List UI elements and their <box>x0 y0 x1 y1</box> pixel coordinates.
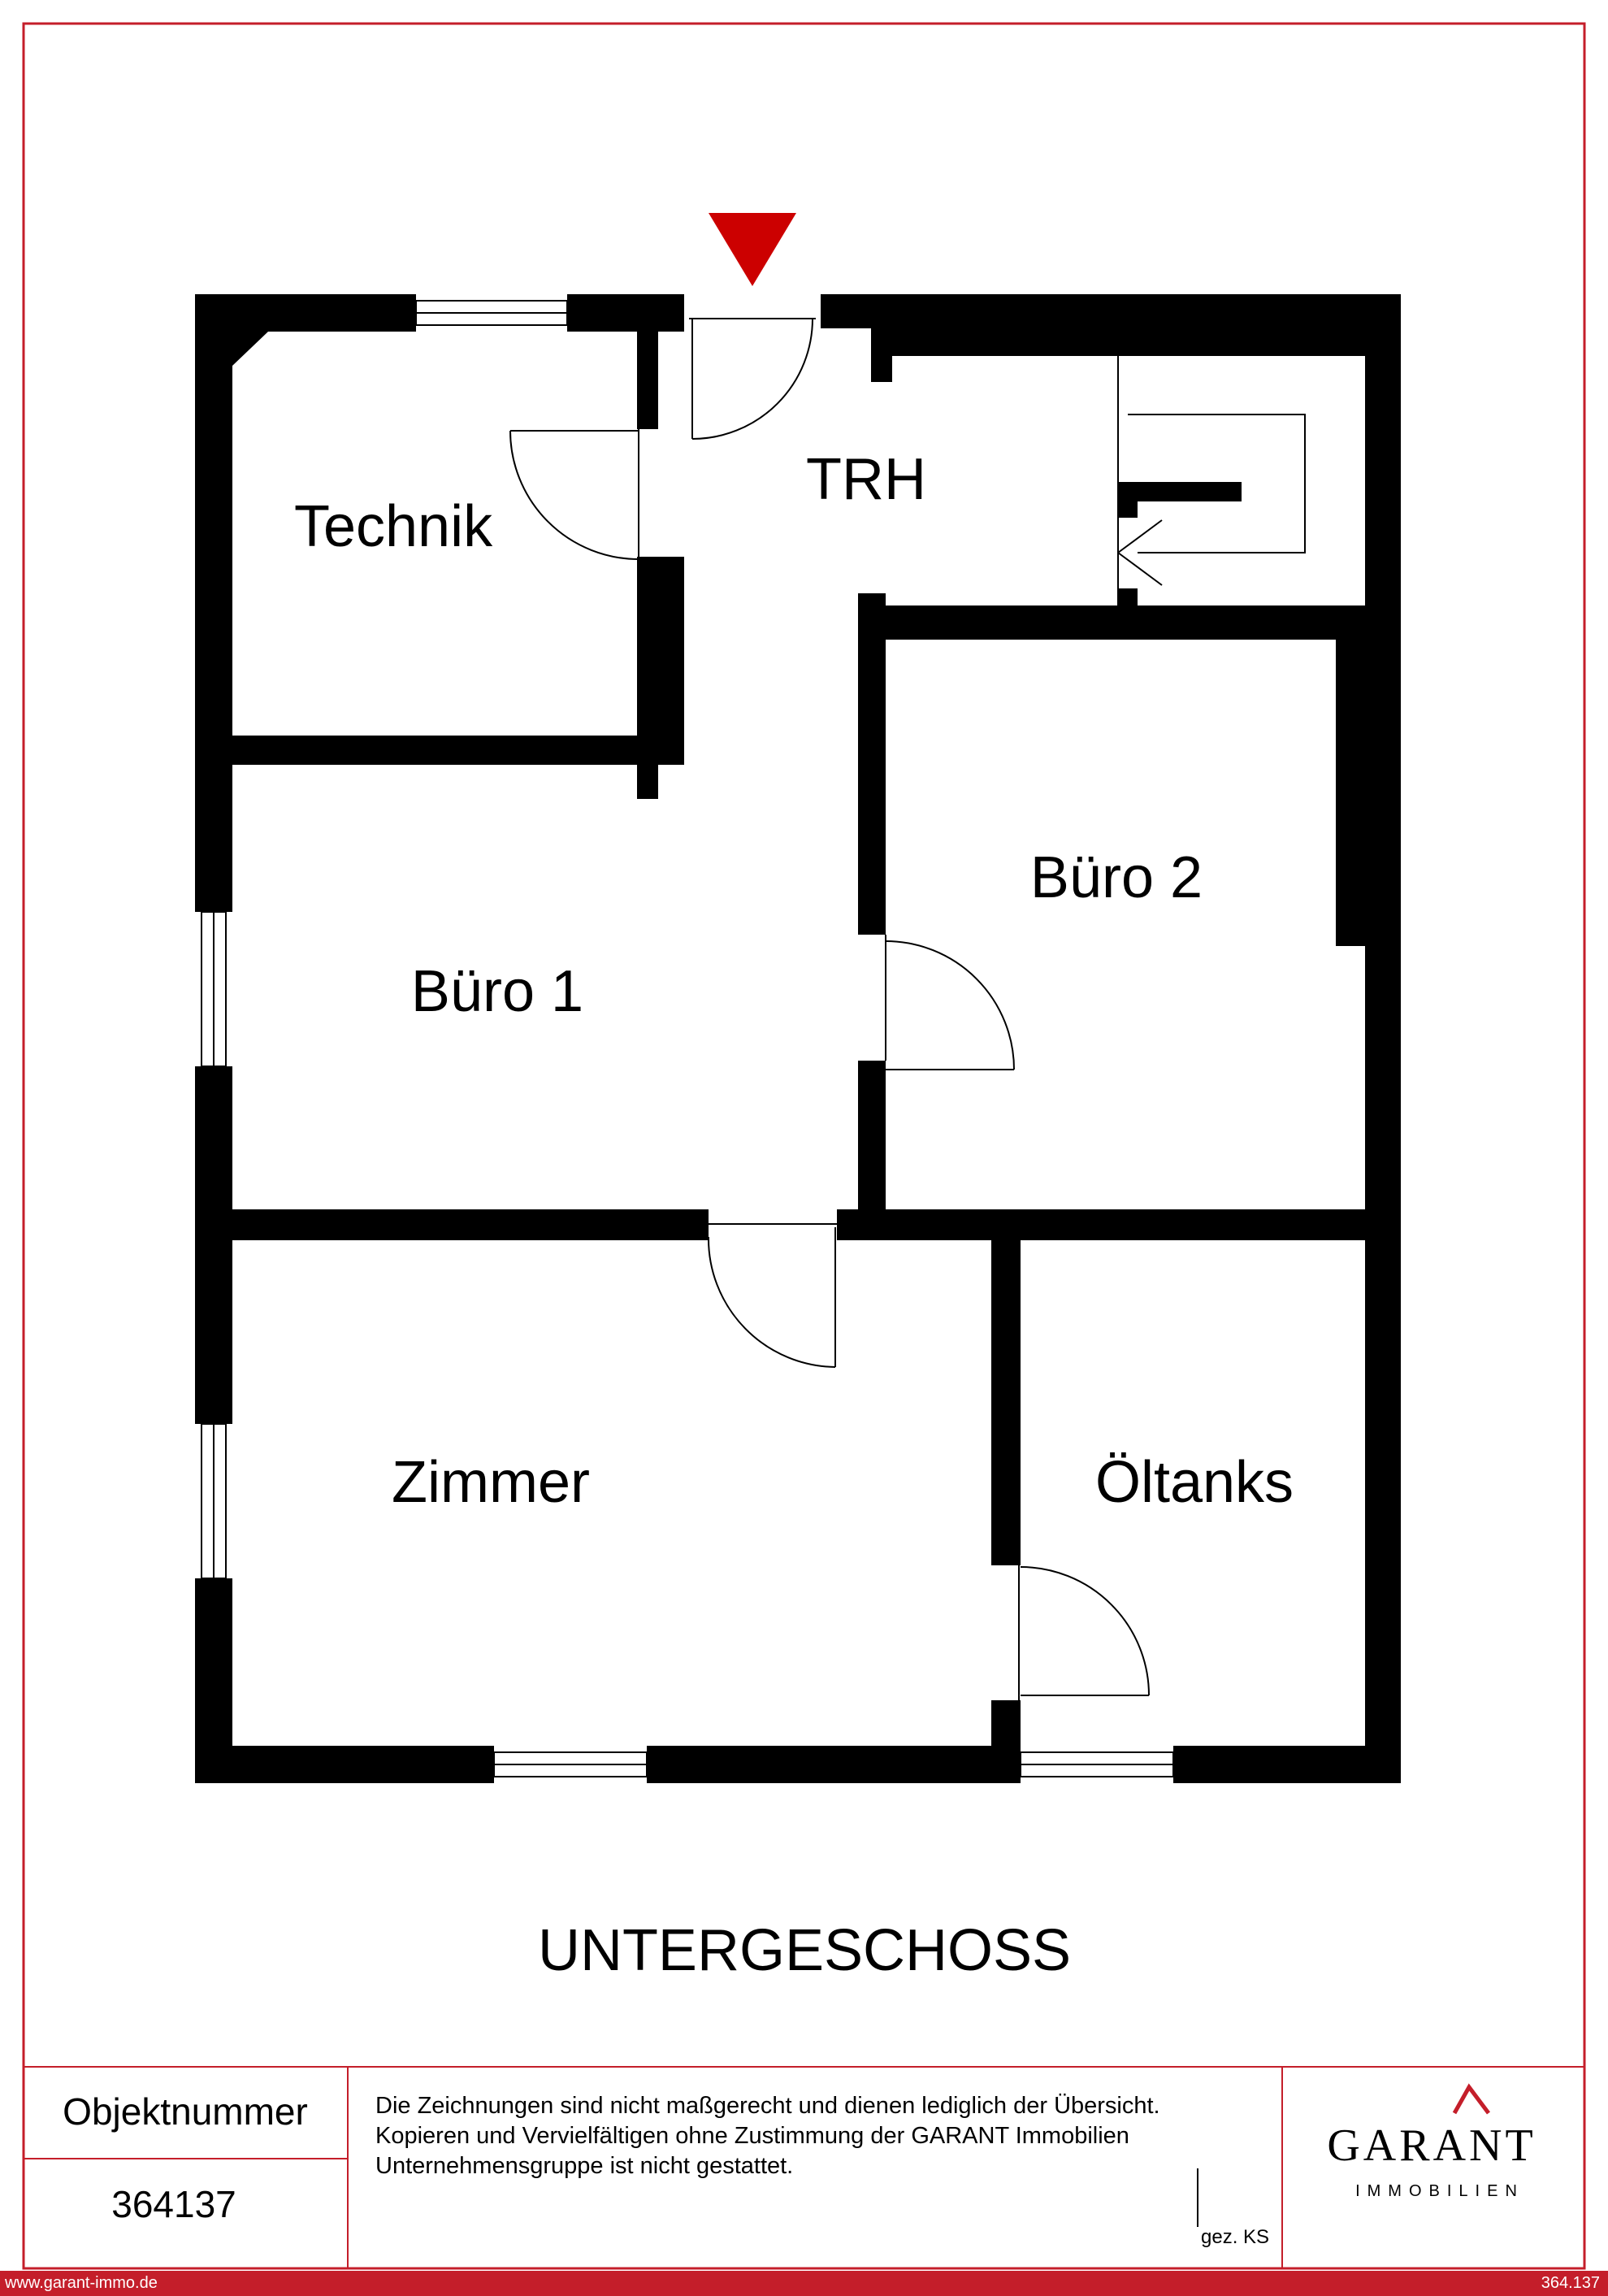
disclaimer-line-2: Kopieren und Vervielfältigen ohne Zustim… <box>375 2123 1129 2149</box>
footer-reference: 364.137 <box>1541 2274 1600 2292</box>
logo-subtext: IMMOBILIEN <box>1355 2182 1524 2200</box>
windows <box>201 300 1174 1777</box>
disclaimer-line-1: Die Zeichnungen sind nicht maßgerecht un… <box>375 2093 1160 2119</box>
room-label-oeltanks: Öltanks <box>1095 1450 1294 1515</box>
object-number-label: Objektnummer <box>63 2090 308 2133</box>
floor-title: UNTERGESCHOSS <box>538 1918 1071 1983</box>
title-block <box>24 2066 1584 2268</box>
object-number-value: 364137 <box>111 2183 236 2225</box>
room-label-zimmer: Zimmer <box>392 1450 590 1515</box>
footer-bar: www.garant-immo.de 364.137 <box>0 2271 1608 2296</box>
entrance-marker-icon <box>709 213 796 286</box>
doors <box>509 318 1306 1700</box>
room-label-buero1: Büro 1 <box>411 959 583 1024</box>
footer-website[interactable]: www.garant-immo.de <box>5 2274 158 2292</box>
logo-text: GARANT <box>1327 2120 1536 2171</box>
sheet-border <box>22 22 1586 2270</box>
garant-logo: GARANT IMMOBILIEN <box>1327 2083 1536 2200</box>
room-label-buero2: Büro 2 <box>1030 845 1203 910</box>
drawn-by: gez. KS <box>1201 2226 1269 2248</box>
disclaimer-line-3: Unternehmensgruppe ist nicht gestattet. <box>375 2153 793 2179</box>
walls <box>195 294 1401 1783</box>
room-label-technik: Technik <box>294 494 493 559</box>
room-label-trh: TRH <box>806 447 926 512</box>
